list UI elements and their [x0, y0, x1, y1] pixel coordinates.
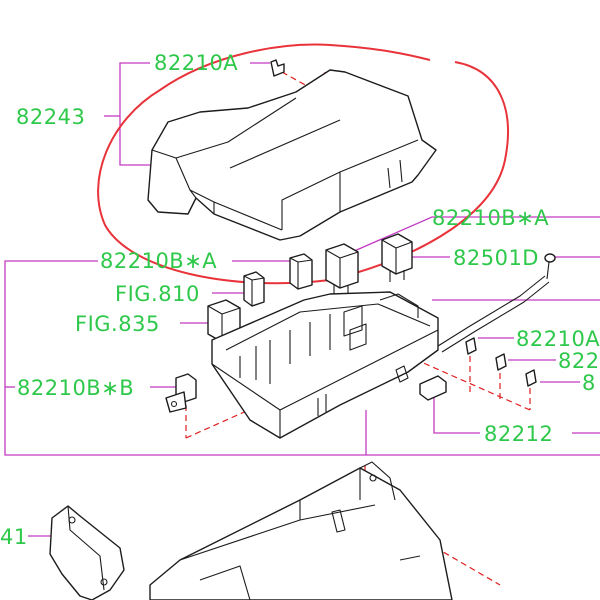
relays-fuses	[207, 233, 413, 350]
lower-housing	[49, 461, 453, 600]
leader-82210a-top	[119, 62, 150, 166]
cover-clip-part	[270, 59, 285, 77]
label-fig810[interactable]: FIG.810	[115, 282, 200, 306]
label-41-partial[interactable]: 41	[0, 525, 28, 549]
fuse-box-body	[211, 253, 556, 439]
label-82210a-top[interactable]: 82210A	[154, 51, 238, 75]
dash-box-front	[185, 404, 261, 439]
label-82243[interactable]: 82243	[16, 105, 85, 129]
label-82210ba-right[interactable]: 82210B∗A	[432, 206, 549, 230]
leader-82210ba-right	[351, 216, 600, 253]
label-82210a-right[interactable]: 82210A	[516, 327, 600, 351]
label-8-partial[interactable]: 8	[582, 371, 596, 395]
fuse-box-cover	[147, 59, 437, 241]
part-labels: 82210A 82243 82210B∗A 82210B∗A 82501D FI…	[0, 51, 600, 549]
leader-82210ba-left	[4, 260, 600, 456]
label-82210bb[interactable]: 82210B∗B	[17, 376, 134, 400]
bracket-relay-left	[165, 373, 197, 413]
label-82501d[interactable]: 82501D	[453, 246, 539, 270]
highlight-circle	[97, 43, 509, 285]
label-82210ba-left[interactable]: 82210B∗A	[100, 249, 217, 273]
leader-lines	[4, 62, 600, 537]
label-fig835[interactable]: FIG.835	[75, 312, 160, 336]
label-82212[interactable]: 82212	[484, 422, 553, 446]
small-fuses-right	[419, 337, 537, 401]
lower-bracket-41	[49, 505, 125, 600]
label-822-partial[interactable]: 822	[558, 349, 600, 373]
leader-82212	[433, 398, 480, 434]
